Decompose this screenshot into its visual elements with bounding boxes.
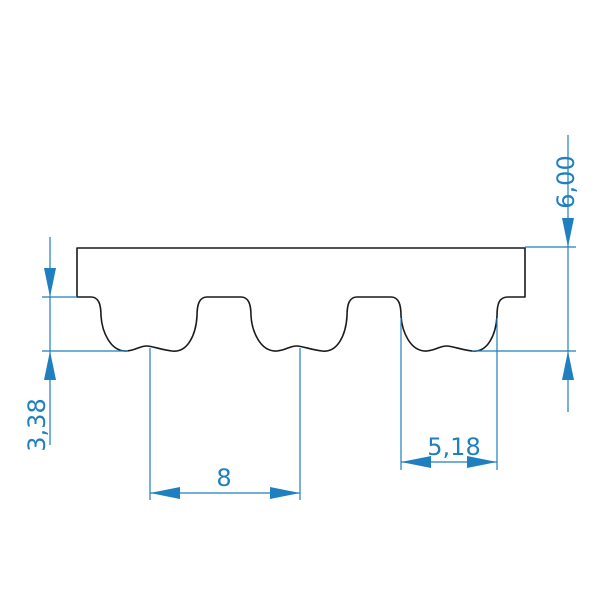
total-height-label: 6,00 xyxy=(552,155,580,208)
tooth-width-left-arrow xyxy=(401,456,431,468)
total-height-top-arrow xyxy=(562,218,574,247)
tooth-height-label: 3,38 xyxy=(23,398,51,451)
pitch-label: 8 xyxy=(216,464,231,492)
tooth-height-bottom-arrow xyxy=(44,351,56,380)
tooth-width-dimension: 5,18 xyxy=(400,318,498,470)
belt-profile-outline xyxy=(76,247,526,352)
total-height-bottom-arrow xyxy=(562,351,574,380)
tooth-width-label: 5,18 xyxy=(427,433,480,461)
pitch-right-arrow xyxy=(270,487,300,499)
pitch-left-arrow xyxy=(150,487,180,499)
tooth-width-right-arrow xyxy=(467,456,497,468)
tooth-height-dimension: 3,38 xyxy=(23,237,128,452)
total-height-dimension: 6,00 xyxy=(472,135,580,412)
pitch-dimension: 8 xyxy=(149,348,301,500)
tooth-height-top-arrow xyxy=(44,268,56,297)
